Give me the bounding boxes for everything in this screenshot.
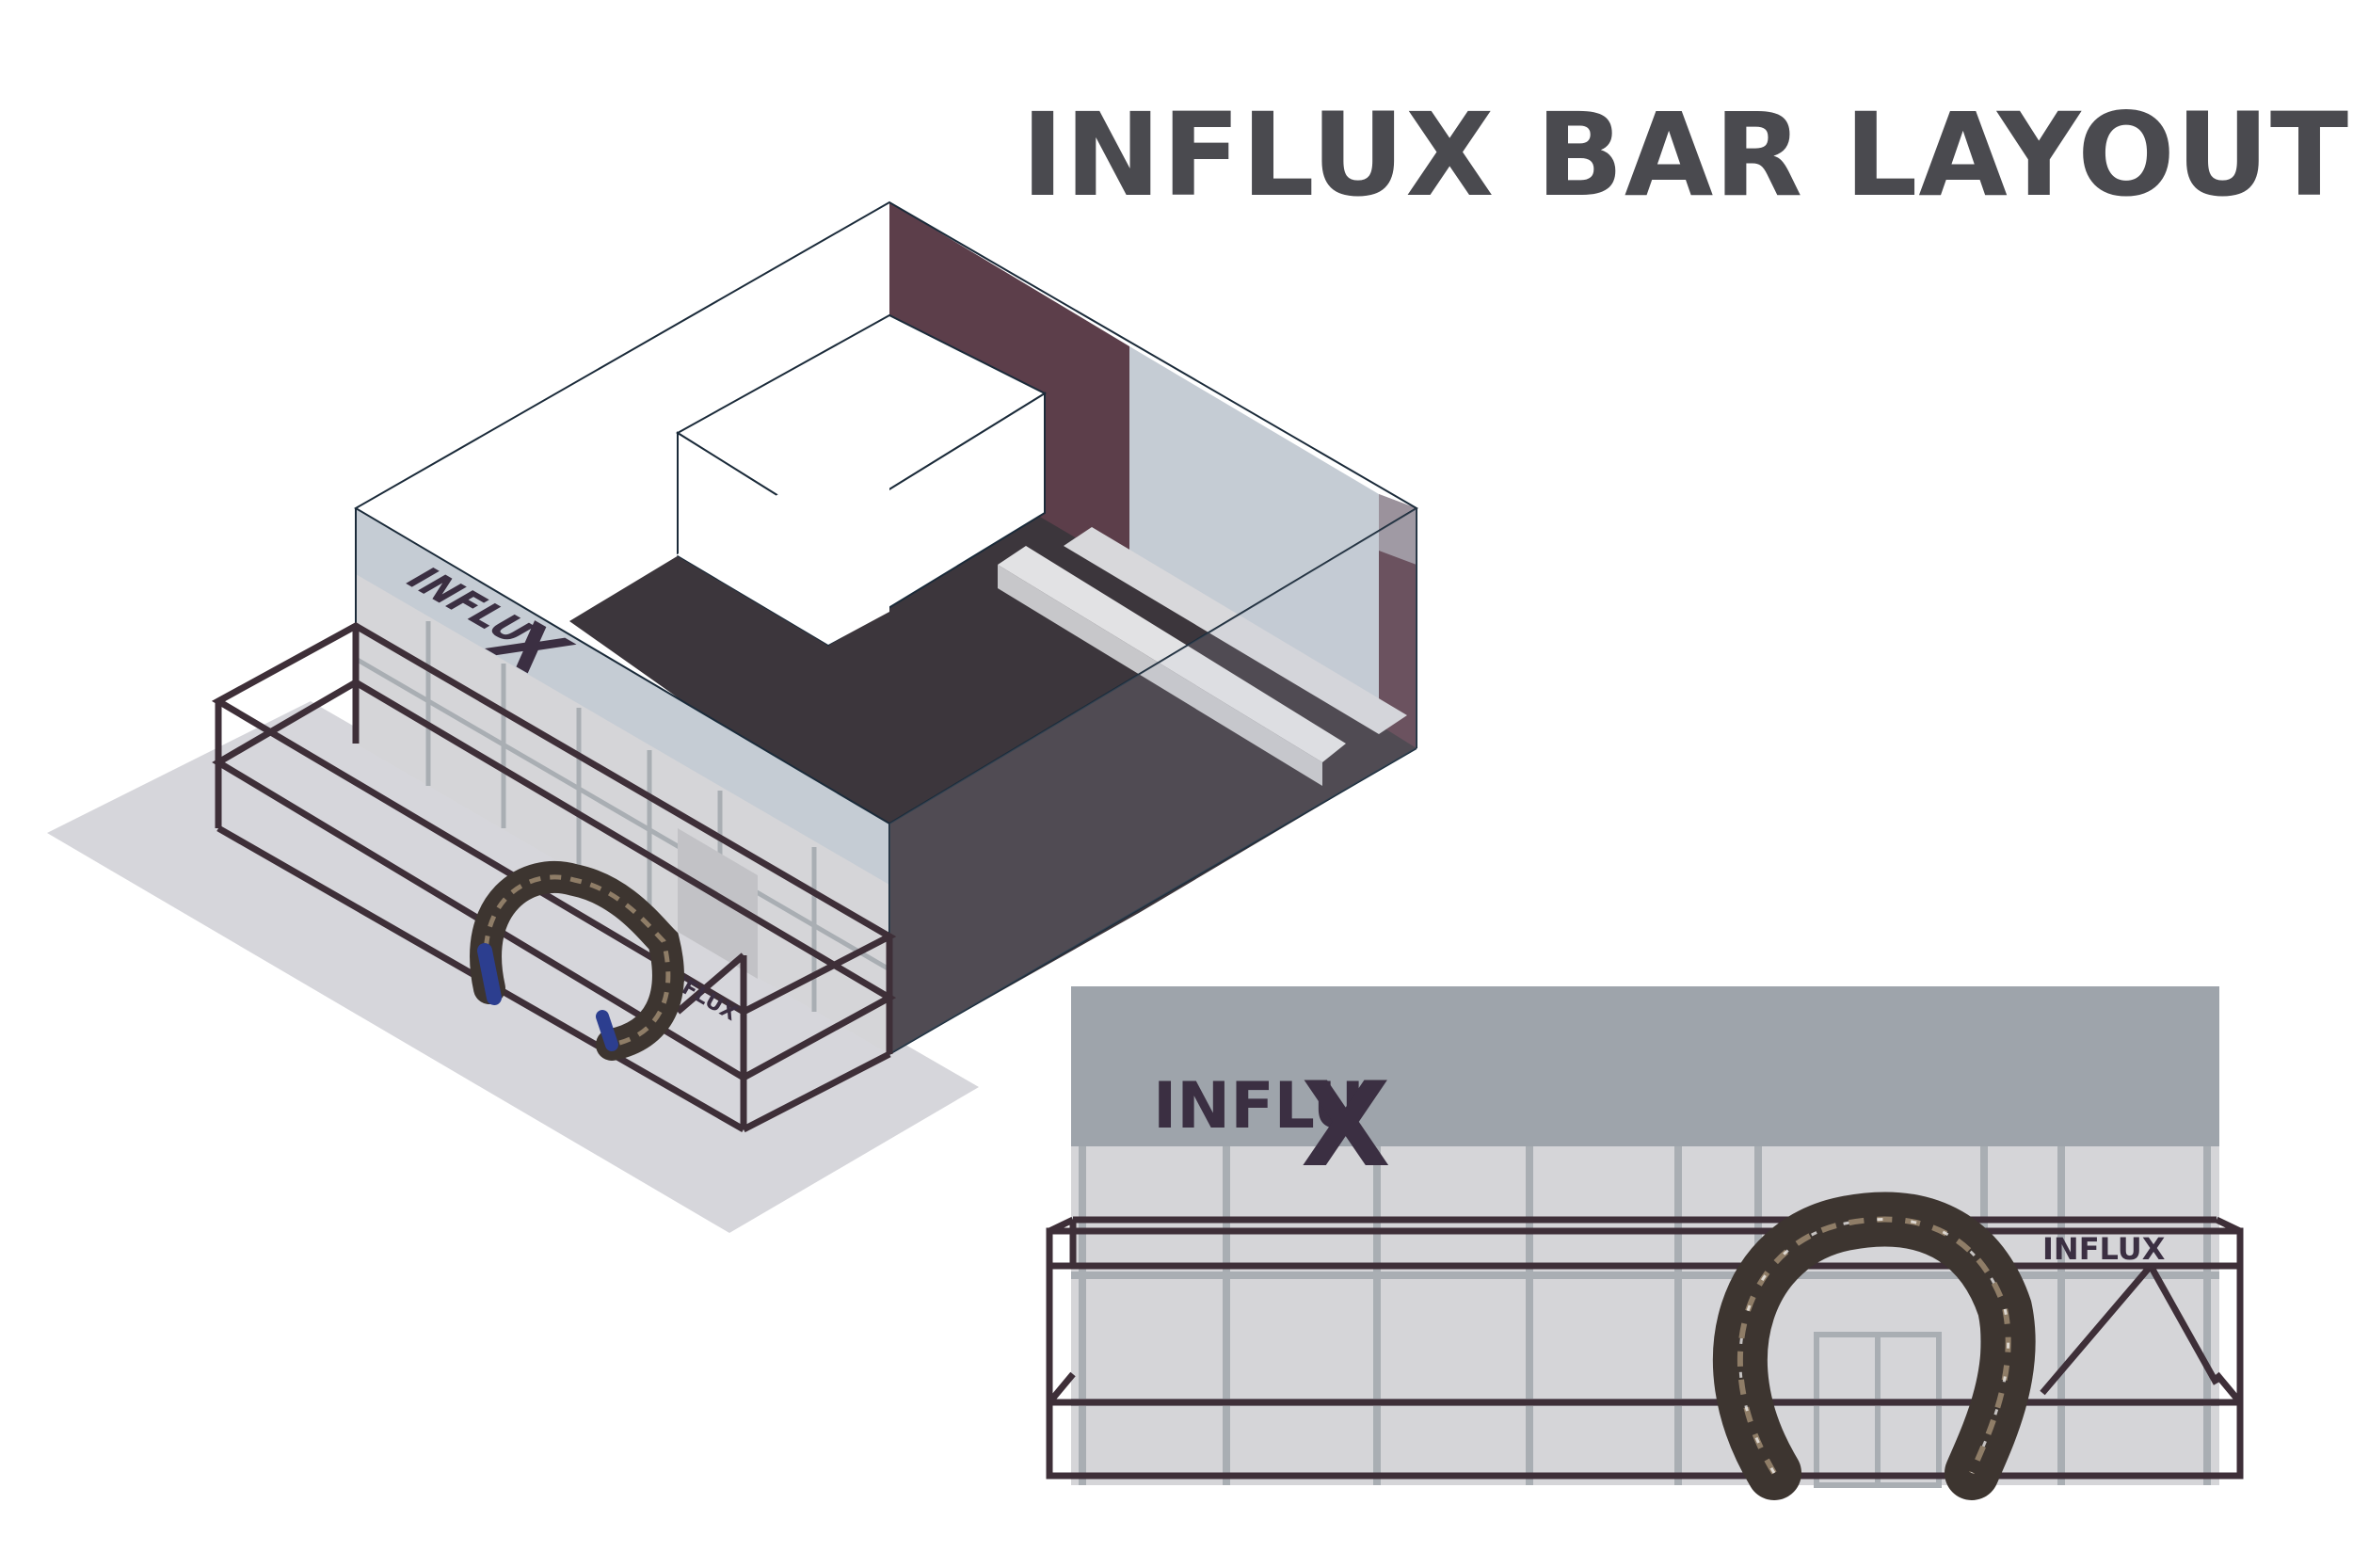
elevation-facade (1071, 1146, 2219, 1485)
elevation-sculpture-arch (1712, 1192, 2036, 1500)
page-title: INFLUX BAR LAYOUT (1021, 88, 2350, 222)
facade-upper-band (356, 508, 889, 885)
iso-sculpture-arch (470, 860, 684, 1061)
elevation-sign-text: INFLU (1153, 1069, 1365, 1144)
back-room-opening (565, 428, 889, 645)
elevation-fascia (1071, 986, 2219, 1146)
bar-counter-front (998, 565, 1322, 786)
elevation-railing (1046, 1216, 2244, 1480)
right-glass-strip (1379, 494, 1417, 565)
glass-right-front (889, 508, 1417, 1054)
bar-back-counter (1064, 527, 1407, 734)
facade-door (678, 828, 758, 979)
elevation-sign-x: X (1301, 1058, 1391, 1193)
elevation-small-sign: INFLUX (2042, 1231, 2166, 1267)
elevation-door (1814, 1332, 1942, 1488)
